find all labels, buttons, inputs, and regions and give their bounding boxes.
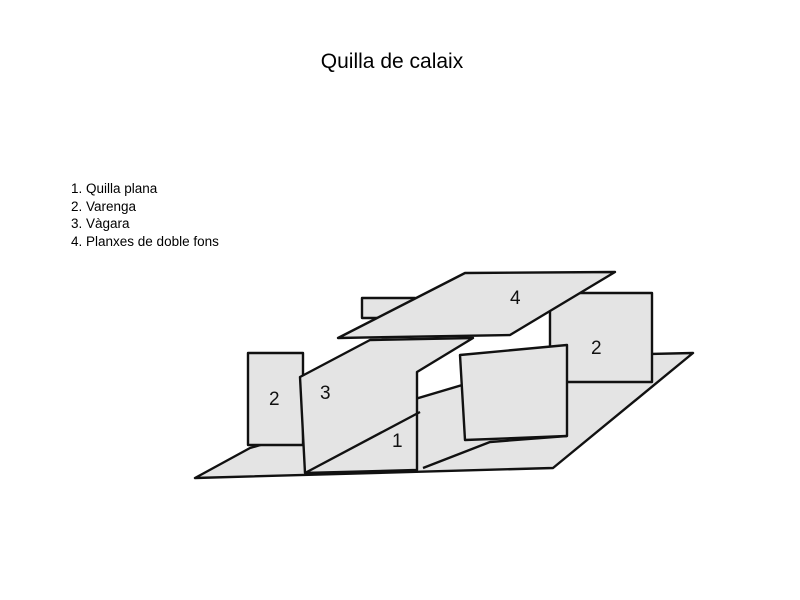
label-3: 3 (320, 383, 331, 404)
legend-item-keel: 1. Quilla plana (71, 181, 158, 196)
keelson-panel-right (458, 343, 569, 442)
legend-item-keelson: 3. Vàgara (71, 216, 130, 231)
slide-title: Quilla de calaix (320, 50, 464, 73)
label-2-left: 2 (269, 389, 280, 410)
keel-strip (422, 434, 568, 470)
label-4: 4 (510, 288, 521, 309)
label-1: 1 (392, 431, 403, 452)
keel-edge-line (304, 410, 421, 475)
legend: 1. Quilla plana 2. Varenga 3. Vàgara 4. … (71, 180, 219, 250)
legend-item-double-bottom: 4. Planxes de doble fons (71, 233, 219, 249)
double-bottom-plate (336, 270, 617, 340)
legend-item-floor: 2. Varenga (71, 198, 137, 214)
label-2-right: 2 (591, 338, 602, 359)
